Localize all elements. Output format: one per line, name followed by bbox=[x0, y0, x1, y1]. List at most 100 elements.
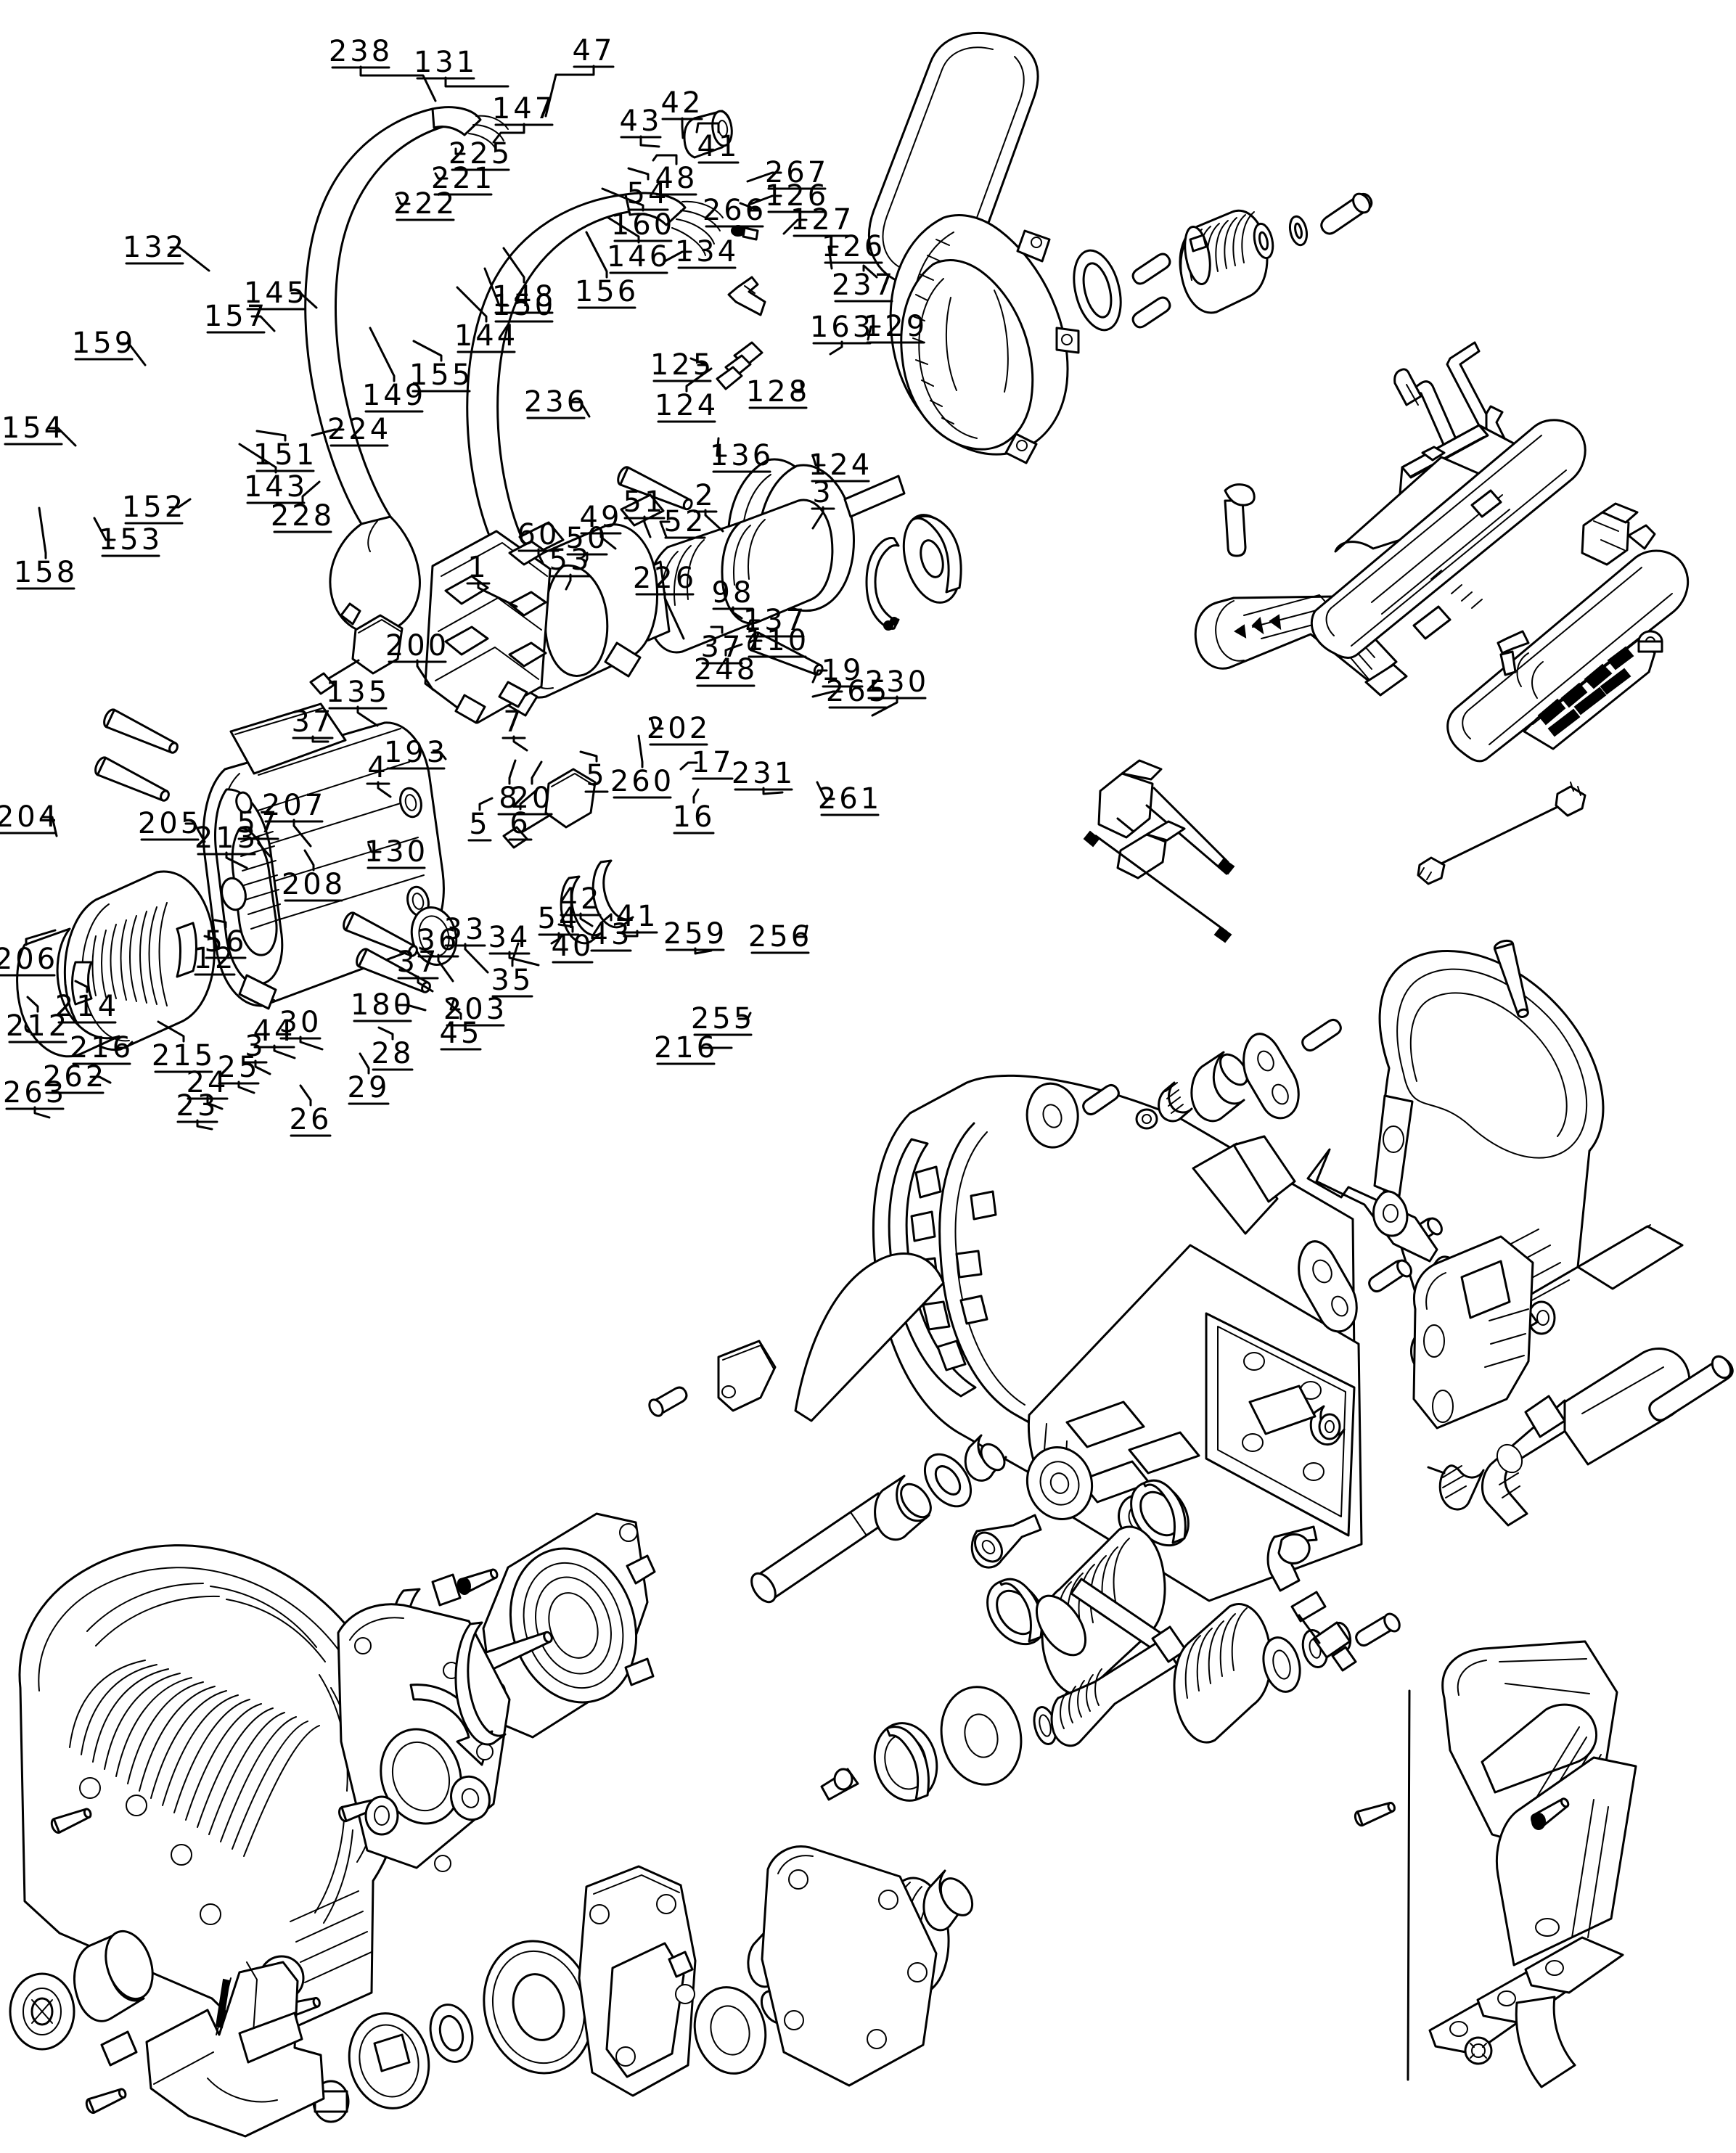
part-212-washer bbox=[9, 1972, 75, 2051]
leader-line-157 bbox=[250, 315, 276, 332]
callout-label-37: 37 bbox=[700, 631, 744, 664]
callout-label-19: 19 bbox=[821, 654, 864, 687]
callout-label-51: 51 bbox=[623, 485, 666, 519]
callout-label-48: 48 bbox=[655, 162, 698, 195]
leader-line-262 bbox=[89, 1075, 112, 1084]
leader-line-145 bbox=[290, 292, 318, 309]
part-256-screw bbox=[1528, 1794, 1573, 1832]
callout-label-200: 200 bbox=[385, 629, 450, 663]
callout-label-29: 29 bbox=[347, 1071, 390, 1104]
leader-line-8 bbox=[508, 759, 517, 785]
part-40-pulley bbox=[1173, 1603, 1272, 1744]
callout-label-53: 53 bbox=[549, 544, 592, 577]
part-261-clamp-lever bbox=[1481, 1348, 1691, 1527]
leader-line-136 bbox=[716, 437, 727, 457]
callout-label-266: 266 bbox=[702, 194, 767, 227]
part-148-washer bbox=[902, 514, 962, 604]
leader-line-236 bbox=[570, 401, 591, 418]
part-160-seal-ring bbox=[1073, 249, 1122, 332]
callout-label-149: 149 bbox=[361, 379, 427, 412]
callout-label-212: 212 bbox=[5, 1009, 70, 1043]
leader-line-202 bbox=[650, 718, 664, 730]
leader-line-33 bbox=[464, 943, 489, 974]
leader-line-156 bbox=[585, 231, 608, 279]
leader-line-261 bbox=[816, 781, 835, 800]
callout-label-26: 26 bbox=[289, 1103, 332, 1136]
leader-line-137 bbox=[746, 619, 761, 630]
part-33-washer bbox=[940, 1686, 1023, 1786]
part-1-gear-case bbox=[872, 1074, 1363, 1602]
leader-line-155 bbox=[412, 340, 443, 362]
leader-line-150 bbox=[483, 267, 509, 307]
leader-line-221 bbox=[434, 172, 449, 180]
part-43-washer bbox=[1253, 222, 1274, 260]
part-144-armature bbox=[627, 458, 906, 654]
leader-line-204 bbox=[42, 816, 58, 837]
leader-line-265 bbox=[811, 690, 843, 698]
leader-line-248 bbox=[724, 643, 743, 657]
callout-label-216b: 216 bbox=[653, 1031, 718, 1065]
callout-label-203: 203 bbox=[443, 993, 508, 1026]
callout-label-156: 156 bbox=[574, 275, 639, 308]
callout-label-256: 256 bbox=[748, 920, 813, 954]
callout-label-126: 126 bbox=[764, 179, 830, 213]
part-265-clamp-body bbox=[1412, 1235, 1534, 1430]
leader-line-238 bbox=[359, 65, 437, 102]
callout-label-134: 134 bbox=[674, 235, 740, 268]
callout-label-132: 132 bbox=[122, 231, 187, 264]
part-24-flange bbox=[348, 2012, 430, 2109]
leader-line-35 bbox=[511, 942, 520, 967]
part-202-bushing bbox=[1309, 1405, 1346, 1445]
part-54-washer-b bbox=[1262, 1636, 1301, 1693]
callout-label-228: 228 bbox=[270, 499, 335, 533]
part-124-handle-lower bbox=[1446, 549, 1690, 763]
callout-label-124: 124 bbox=[654, 389, 719, 422]
leader-line-154 bbox=[48, 427, 77, 447]
leader-line-159 bbox=[118, 342, 147, 366]
leader-line-222 bbox=[396, 196, 411, 205]
leader-line-131 bbox=[444, 76, 509, 88]
callout-label-222: 222 bbox=[393, 187, 458, 221]
callout-label-35: 35 bbox=[491, 964, 534, 997]
callout-label-124b: 124 bbox=[808, 448, 873, 482]
callout-label-137: 137 bbox=[742, 604, 808, 637]
leader-line-193 bbox=[430, 751, 447, 760]
leader-line-224 bbox=[311, 428, 345, 437]
part-203-bushing bbox=[922, 1869, 974, 1932]
part-262-foot-bracket bbox=[145, 1961, 325, 2138]
leader-line-19 bbox=[811, 669, 828, 684]
part-48-threaded-boss bbox=[1179, 209, 1269, 314]
leader-line-41 bbox=[695, 122, 720, 134]
callout-label-20: 20 bbox=[510, 782, 554, 815]
callout-label-193: 193 bbox=[383, 736, 449, 769]
callout-label-238: 238 bbox=[328, 35, 393, 68]
callout-label-131: 131 bbox=[413, 46, 478, 79]
leader-line-56 bbox=[213, 919, 227, 929]
leader-line-158 bbox=[38, 507, 47, 559]
callout-label-151: 151 bbox=[253, 438, 318, 472]
callout-label-225: 225 bbox=[448, 137, 513, 171]
leader-line-20 bbox=[531, 760, 543, 785]
part-60-pin bbox=[1082, 1083, 1120, 1116]
leader-line-205 bbox=[184, 822, 206, 843]
leader-line-54 bbox=[627, 167, 650, 181]
callout-label-60: 60 bbox=[517, 518, 560, 551]
callout-label-1: 1 bbox=[467, 551, 489, 584]
callout-label-16: 16 bbox=[672, 800, 716, 834]
callout-label-42: 42 bbox=[660, 86, 704, 120]
leader-line-43 bbox=[639, 135, 660, 148]
leader-line-47 bbox=[544, 65, 595, 118]
callout-label-136: 136 bbox=[709, 439, 774, 472]
callout-label-231: 231 bbox=[731, 757, 796, 790]
callout-label-130: 130 bbox=[364, 835, 429, 869]
part-41-bolt-b bbox=[1355, 1612, 1401, 1647]
leader-line-2 bbox=[704, 509, 724, 533]
callout-label-155: 155 bbox=[409, 358, 474, 392]
callout-label-128: 128 bbox=[745, 375, 811, 409]
leader-line-180 bbox=[397, 1004, 427, 1012]
callout-label-135: 135 bbox=[325, 676, 390, 709]
callout-label-221: 221 bbox=[430, 162, 496, 195]
part-156-field-case bbox=[889, 214, 1080, 464]
callout-label-41b: 41 bbox=[615, 900, 659, 933]
